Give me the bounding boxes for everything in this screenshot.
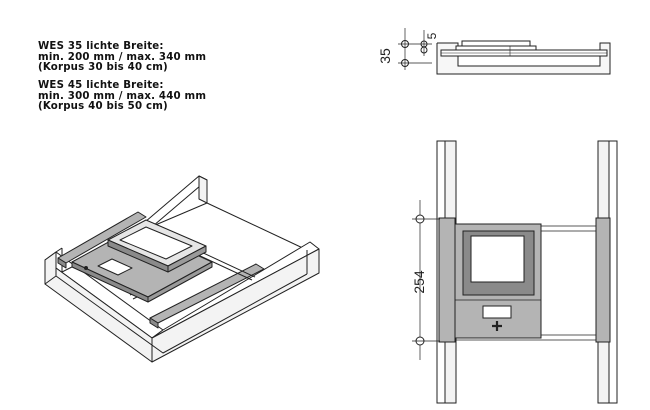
spec-block-wes35: WES 35 lichte Breite: min. 200 mm / max.… xyxy=(38,41,207,74)
iso-box-window xyxy=(119,226,193,260)
top-inner-window xyxy=(470,235,525,283)
iso-right-wall-face xyxy=(151,248,320,363)
spec-wes35-korpus: (Korpus 30 bis 40 cm) xyxy=(38,62,168,73)
top-view xyxy=(412,140,618,404)
iso-label-slot xyxy=(97,258,133,276)
side-view xyxy=(398,28,611,75)
spec-wes45-range: min. 300 mm / max. 440 mm xyxy=(38,90,207,102)
spec-wes35-range: min. 200 mm / max. 340 mm xyxy=(38,51,207,63)
spec-wes45-title: WES 45 lichte Breite: xyxy=(38,80,164,91)
spec-wes45-korpus: (Korpus 40 bis 50 cm) xyxy=(38,101,168,112)
top-left-mount-plate xyxy=(438,217,456,343)
top-label-slot xyxy=(482,305,512,319)
spec-block-wes45: WES 45 lichte Breite: min. 300 mm / max.… xyxy=(38,80,207,113)
dim-height-overall: 35 xyxy=(377,48,393,64)
dim-length: 254 xyxy=(411,270,427,294)
iso-right-rail-top xyxy=(144,175,208,227)
top-center-cross xyxy=(492,321,502,331)
isometric-view xyxy=(44,175,320,363)
dim-height-small: 5 xyxy=(425,32,439,39)
iso-right-rail-side xyxy=(198,175,208,204)
spec-wes35-title: WES 35 lichte Breite: xyxy=(38,41,164,52)
top-right-mount-plate xyxy=(595,217,611,343)
